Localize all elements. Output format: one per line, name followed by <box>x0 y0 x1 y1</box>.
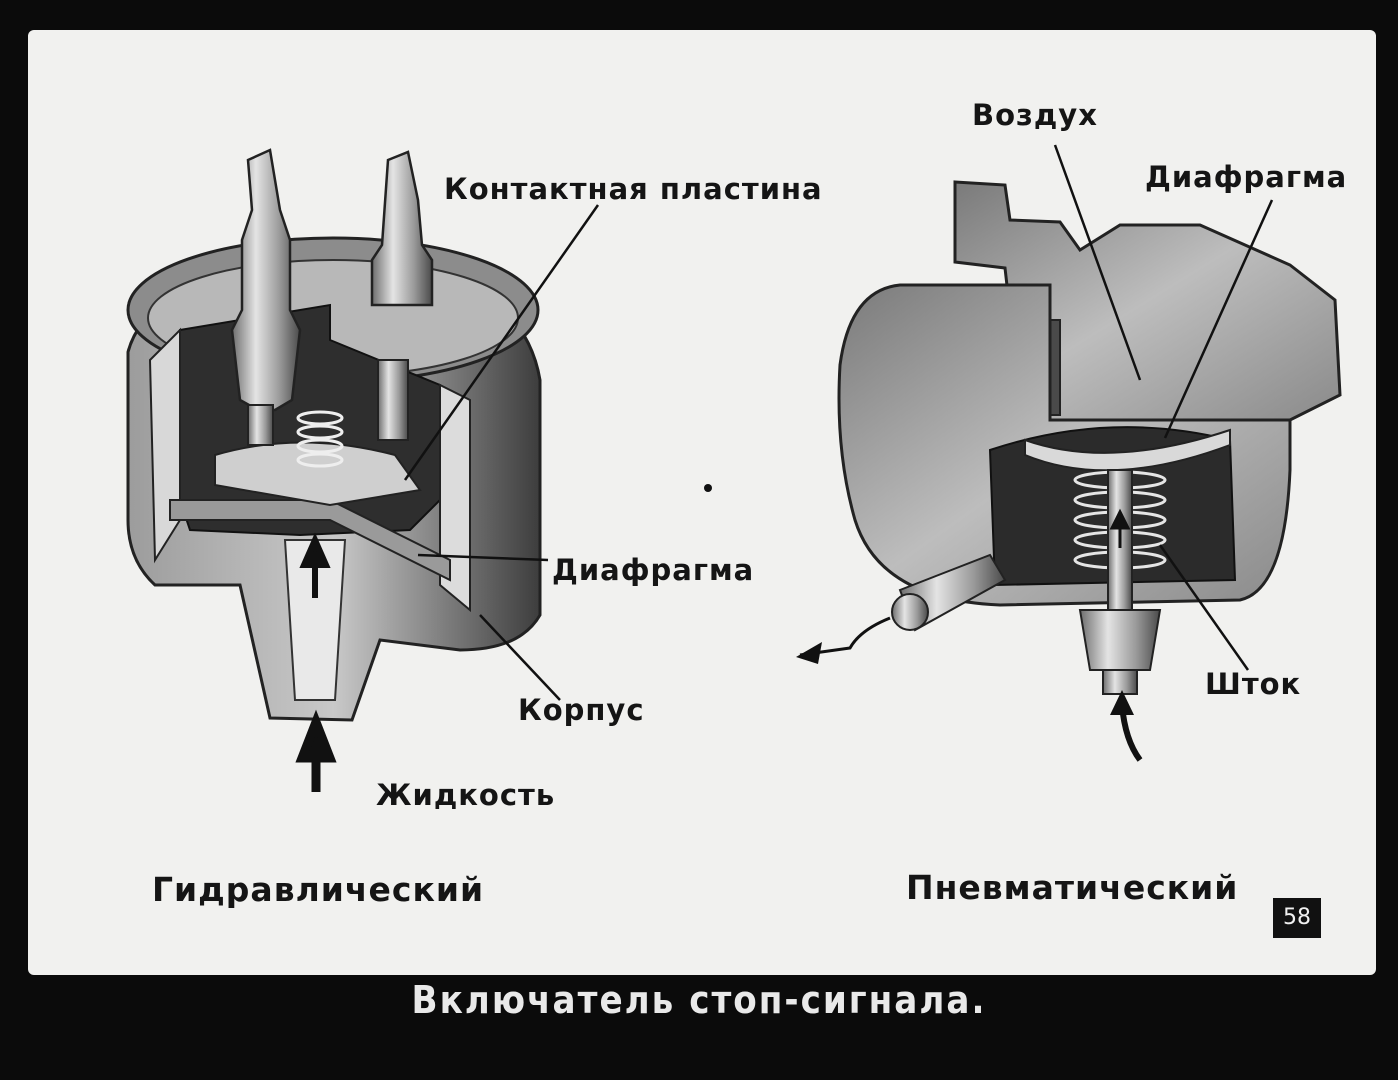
label-body: Корпус <box>518 693 645 727</box>
pneumatic-switch-illustration <box>796 144 1342 762</box>
label-pneumatic-diaphragm: Диафрагма <box>1145 160 1348 194</box>
hydraulic-switch-illustration <box>126 148 600 792</box>
label-fluid: Жидкость <box>376 778 556 812</box>
label-rod: Шток <box>1205 667 1302 701</box>
slide-title: Включатель стоп-сигнала. <box>411 978 987 1022</box>
label-contact-plate: Контактная пластина <box>444 172 823 206</box>
label-air: Воздух <box>972 98 1098 132</box>
label-hydraulic-diaphragm: Диафрагма <box>552 553 755 587</box>
caption-hydraulic: Гидравлический <box>152 870 485 909</box>
caption-pneumatic: Пневматический <box>906 868 1239 907</box>
page-number-badge: 58 <box>1273 898 1321 938</box>
